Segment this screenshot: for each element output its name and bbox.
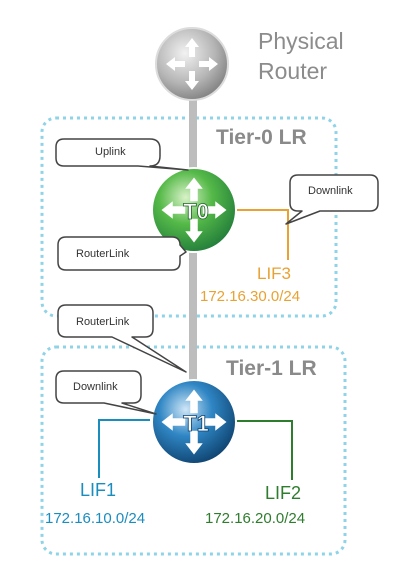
downlink-t0-callout-text: Downlink	[308, 185, 353, 197]
tier1-group-box	[40, 345, 347, 556]
lif2-subnet: 172.16.20.0/24	[205, 510, 306, 527]
routerlink-t0-callout-text: RouterLink	[76, 248, 130, 260]
tier1-router-label: T1	[183, 411, 209, 436]
tier0-title: Tier-0 LR	[216, 126, 307, 149]
uplink-callout	[55, 138, 189, 171]
physical-router-icon	[155, 27, 229, 101]
tier0-router-icon: T0	[151, 167, 237, 253]
lif1-link	[98, 419, 150, 478]
routerlink-t1-callout-text: RouterLink	[76, 316, 130, 328]
tier0-router-label: T0	[183, 199, 209, 224]
lif3-link	[236, 209, 289, 260]
physical-router-label-line2: Router	[258, 58, 328, 84]
physical-router-label-line1: Physical	[258, 28, 344, 54]
tier1-router-icon: T1	[151, 379, 237, 465]
lif2-link	[236, 420, 293, 480]
lif1-subnet: 172.16.10.0/24	[45, 510, 146, 527]
downlink-t0-callout	[285, 174, 379, 225]
vertical-link	[189, 92, 197, 422]
routerlink-t0-callout	[57, 236, 187, 271]
lif3-subnet: 172.16.30.0/24	[200, 288, 301, 305]
downlink-t1-callout	[55, 370, 157, 415]
lif2-name: LIF2	[265, 483, 302, 503]
downlink-t1-callout-text: Downlink	[73, 381, 118, 393]
tier1-title: Tier-1 LR	[226, 357, 317, 380]
routerlink-t1-callout	[57, 304, 187, 373]
lif1-name: LIF1	[80, 480, 117, 500]
uplink-callout-text: Uplink	[95, 146, 126, 158]
lif3-name: LIF3	[257, 264, 292, 283]
